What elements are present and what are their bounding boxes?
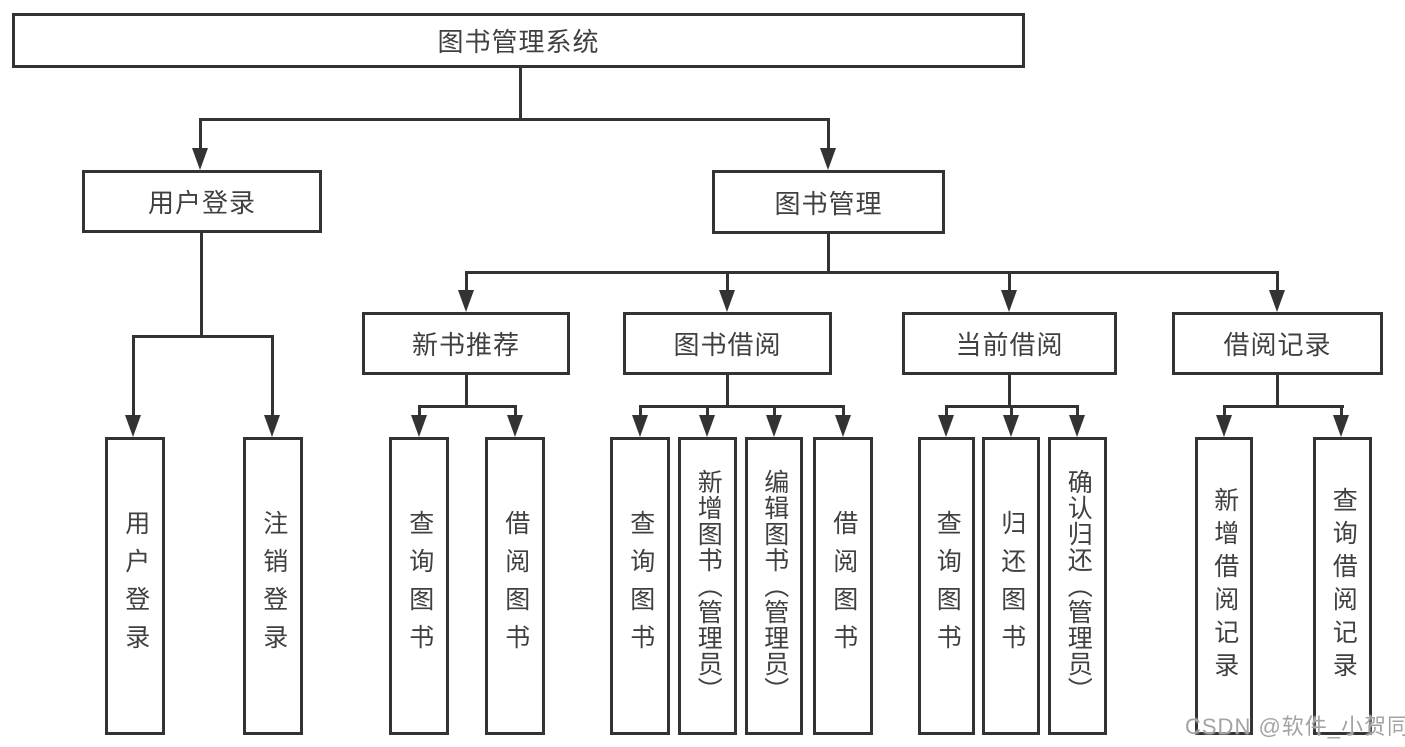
connector-book-mgmt-stem — [827, 234, 830, 274]
leaf-label: 查询图书 — [933, 510, 962, 662]
leaf-label: 注销登录 — [259, 510, 288, 662]
arrowhead-down-icon — [1269, 290, 1285, 312]
leaf-query-books-current: 查询图书 — [918, 437, 975, 735]
connector-drop — [514, 405, 517, 417]
leaf-return-book: 归还图书 — [982, 437, 1040, 735]
connector-drop-book-management — [827, 118, 830, 150]
node-label: 图书管理系统 — [437, 27, 600, 57]
leaf-label: 借阅图书 — [501, 510, 530, 662]
node-library-management-system: 图书管理系统 — [12, 13, 1025, 68]
node-book-borrowing: 图书借阅 — [623, 312, 832, 375]
connector-current-borrow-stem — [1008, 375, 1011, 408]
connector-drop — [842, 405, 845, 417]
connector-drop — [1340, 405, 1343, 417]
node-label: 借阅记录 — [1223, 330, 1332, 360]
node-label: 新书推荐 — [411, 330, 520, 360]
leaf-label: 确认归还（管理员） — [1064, 469, 1093, 703]
connector-user-login-stem — [200, 233, 203, 337]
arrowhead-down-icon — [1333, 415, 1349, 437]
connector-drop — [418, 405, 421, 417]
csdn-watermark: CSDN @软件_小贺同学 — [1185, 714, 1405, 739]
leaf-label: 归还图书 — [997, 510, 1026, 662]
connector-drop-book-borrow — [726, 271, 729, 292]
arrowhead-down-icon — [699, 415, 715, 437]
arrowhead-down-icon — [264, 415, 280, 437]
leaf-label: 编辑图书（管理员） — [760, 469, 789, 703]
arrowhead-down-icon — [458, 290, 474, 312]
connector-drop-new-book — [465, 271, 468, 292]
connector-root-rail — [199, 118, 830, 121]
leaf-label: 查询借阅记录 — [1329, 487, 1358, 685]
arrowhead-down-icon — [1001, 290, 1017, 312]
leaf-label: 新增借阅记录 — [1210, 487, 1239, 685]
connector-drop — [639, 405, 642, 417]
connector-new-book-stem — [465, 375, 468, 408]
connector-book-borrow-rail — [639, 405, 845, 408]
leaf-label: 新增图书（管理员） — [694, 469, 723, 703]
leaf-query-books-borrowing: 查询图书 — [610, 437, 670, 735]
arrowhead-down-icon — [1069, 415, 1085, 437]
leaf-label: 查询图书 — [405, 510, 434, 662]
leaf-borrow-books-borrowing: 借阅图书 — [813, 437, 873, 735]
node-current-borrowing: 当前借阅 — [902, 312, 1117, 375]
arrowhead-down-icon — [820, 148, 836, 170]
connector-borrow-records-stem — [1276, 375, 1279, 408]
leaf-borrow-books-recommend: 借阅图书 — [485, 437, 545, 735]
node-new-book-recommend: 新书推荐 — [362, 312, 570, 375]
arrowhead-down-icon — [1003, 415, 1019, 437]
arrowhead-down-icon — [938, 415, 954, 437]
connector-drop — [773, 405, 776, 417]
connector-drop-leaf-logout — [271, 335, 274, 417]
connector-book-mgmt-rail — [465, 271, 1279, 274]
arrowhead-down-icon — [125, 415, 141, 437]
arrowhead-down-icon — [632, 415, 648, 437]
arrowhead-down-icon — [719, 290, 735, 312]
connector-root-stem — [519, 68, 522, 120]
connector-user-login-rail — [132, 335, 274, 338]
node-borrowing-records: 借阅记录 — [1172, 312, 1383, 375]
leaf-query-books-recommend: 查询图书 — [389, 437, 449, 735]
connector-drop — [1076, 405, 1079, 417]
connector-drop — [1223, 405, 1226, 417]
connector-drop-user-login — [199, 118, 202, 150]
node-label: 图书管理 — [774, 188, 883, 219]
leaf-logout: 注销登录 — [243, 437, 303, 735]
connector-new-book-rail — [418, 405, 517, 408]
connector-drop-leaf-user-login — [132, 335, 135, 417]
connector-drop-borrow-records — [1276, 271, 1279, 292]
connector-drop — [1010, 405, 1013, 417]
leaf-label: 借阅图书 — [829, 510, 858, 662]
node-label: 当前借阅 — [955, 330, 1064, 360]
node-label: 用户登录 — [147, 188, 256, 218]
leaf-add-book-admin: 新增图书（管理员） — [678, 437, 737, 735]
connector-borrow-records-rail — [1223, 405, 1344, 408]
node-label: 图书借阅 — [673, 330, 782, 360]
arrowhead-down-icon — [1216, 415, 1232, 437]
node-book-management: 图书管理 — [712, 170, 945, 234]
leaf-label: 查询图书 — [626, 510, 655, 662]
arrowhead-down-icon — [835, 415, 851, 437]
leaf-user-login: 用户登录 — [105, 437, 165, 735]
connector-drop — [945, 405, 948, 417]
connector-drop — [706, 405, 709, 417]
leaf-query-borrow-record: 查询借阅记录 — [1313, 437, 1372, 735]
connector-book-borrow-stem — [726, 375, 729, 408]
leaf-confirm-return-admin: 确认归还（管理员） — [1048, 437, 1107, 735]
arrowhead-down-icon — [192, 148, 208, 170]
node-user-login: 用户登录 — [82, 170, 322, 233]
arrowhead-down-icon — [766, 415, 782, 437]
leaf-label: 用户登录 — [121, 510, 150, 662]
arrowhead-down-icon — [411, 415, 427, 437]
arrowhead-down-icon — [507, 415, 523, 437]
leaf-add-borrow-record: 新增借阅记录 — [1195, 437, 1253, 735]
leaf-edit-book-admin: 编辑图书（管理员） — [745, 437, 803, 735]
connector-drop-current-borrow — [1008, 271, 1011, 292]
